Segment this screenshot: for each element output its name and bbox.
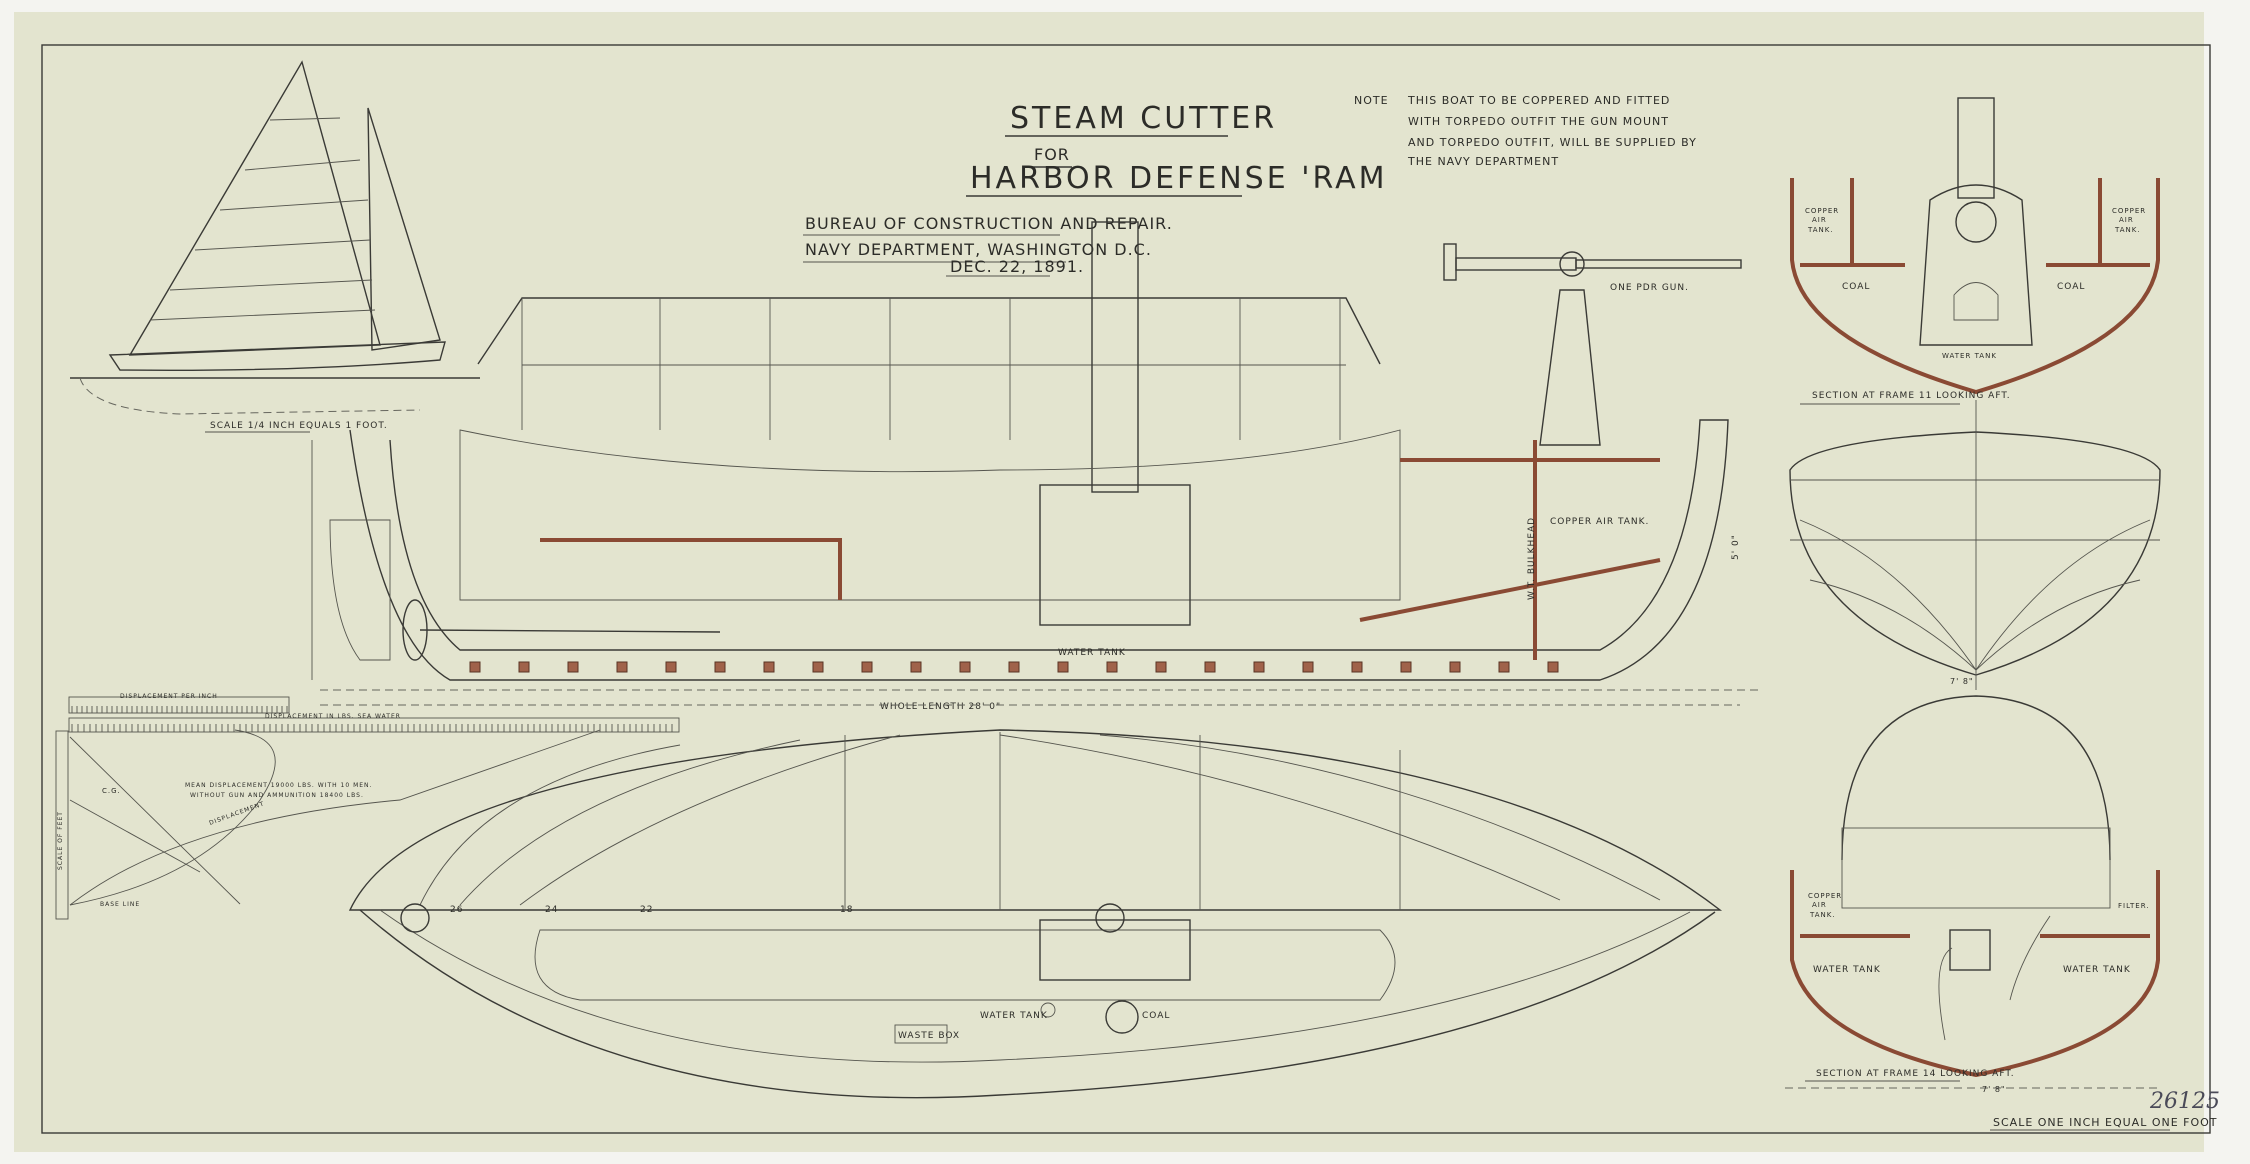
- keel-block: [1449, 661, 1461, 673]
- note-line-2: WITH TORPEDO OUTFIT THE GUN MOUNT: [1408, 115, 1669, 128]
- sec14-copper-label: COPPER: [1808, 892, 1842, 900]
- keel-block: [1155, 661, 1167, 673]
- keel-block: [518, 661, 530, 673]
- keel-block: [1008, 661, 1020, 673]
- keel-block: [714, 661, 726, 673]
- note-block: NOTE THIS BOAT TO BE COPPERED AND FITTED…: [1354, 94, 1697, 168]
- plan-water-tank-label: WATER TANK: [980, 1011, 1048, 1021]
- sec11-tank-label: TANK.: [1807, 226, 1834, 234]
- keel-block: [1400, 661, 1412, 673]
- beam-top-label: 7' 8": [1950, 677, 1974, 686]
- sec11-air-right-label: AIR: [2119, 216, 2134, 224]
- displacement-lbs-label: DISPLACEMENT IN LBS. SEA WATER: [265, 713, 401, 720]
- section-frame-14: COPPER AIR TANK. FILTER. WATER TANK WATE…: [1785, 695, 2160, 1094]
- keel-block: [1106, 661, 1118, 673]
- beam-bottom-label: 7' 8": [1982, 1085, 2006, 1094]
- water-tank-label: WATER TANK: [1058, 648, 1126, 658]
- sec14-water-tank-right: WATER TANK: [2063, 965, 2131, 975]
- note-line-3: AND TORPEDO OUTFIT, WILL BE SUPPLIED BY: [1408, 136, 1697, 149]
- title-line-3: HARBOR DEFENSE 'RAM: [970, 161, 1388, 196]
- sec11-air-label: AIR: [1812, 216, 1827, 224]
- section-11-label: SECTION AT FRAME 11 LOOKING AFT.: [1812, 391, 2011, 401]
- wt-bulkhead-label: W.T. BULKHEAD: [1527, 517, 1537, 600]
- keel-block: [959, 661, 971, 673]
- sail-scale-label: SCALE 1/4 INCH EQUALS 1 FOOT.: [210, 421, 388, 431]
- keel-block: [1498, 661, 1510, 673]
- drawing-date: DEC. 22, 1891.: [950, 257, 1084, 276]
- sail-plan: SCALE 1/4 INCH EQUALS 1 FOOT.: [70, 60, 480, 433]
- keel-block: [1351, 661, 1363, 673]
- title-line-2: FOR: [1034, 145, 1070, 164]
- sec14-tank-label: TANK.: [1809, 911, 1836, 919]
- scale-note: SCALE ONE INCH EQUAL ONE FOOT: [1993, 1116, 2218, 1129]
- without-gun-label: WITHOUT GUN AND AMMUNITION 18400 LBS.: [190, 792, 364, 799]
- keel-block: [665, 661, 677, 673]
- frame-26-label: 26: [450, 905, 463, 915]
- sec11-tank-right-label: TANK.: [2114, 226, 2141, 234]
- section-14-label: SECTION AT FRAME 14 LOOKING AFT.: [1816, 1069, 2015, 1079]
- keel-block: [1253, 661, 1265, 673]
- office-line-1: BUREAU OF CONSTRUCTION AND REPAIR.: [805, 214, 1173, 233]
- keel-block: [1204, 661, 1216, 673]
- keel-block: [861, 661, 873, 673]
- keel-block: [567, 661, 579, 673]
- scale-of-feet-label: SCALE OF FEET: [57, 811, 64, 870]
- section-frame-11: COPPER AIR TANK. COPPER AIR TANK. COAL C…: [1790, 97, 2160, 405]
- office-line-2: NAVY DEPARTMENT, WASHINGTON D.C.: [805, 240, 1152, 259]
- sec11-coal-left: COAL: [1842, 282, 1870, 292]
- sec11-water-tank: WATER TANK: [1942, 352, 1997, 360]
- drawing-border: [41, 44, 2211, 1134]
- sec14-water-tank-left: WATER TANK: [1813, 965, 1881, 975]
- plan-coal-label: COAL: [1142, 1011, 1170, 1021]
- filter-label: FILTER.: [2118, 902, 2150, 910]
- waste-box-label: WASTE BOX: [898, 1031, 960, 1041]
- sec11-copper-label: COPPER: [1805, 207, 1839, 215]
- gun-mount: ONE PDR GUN.: [1443, 243, 1742, 446]
- body-plan: 7' 8": [1789, 400, 2161, 690]
- funnel: [1091, 221, 1139, 493]
- note-label: NOTE: [1354, 94, 1389, 107]
- note-line-1: THIS BOAT TO BE COPPERED AND FITTED: [1407, 94, 1670, 107]
- displacement-per-inch-label: DISPLACEMENT PER INCH: [120, 693, 218, 700]
- cg-label: C.G.: [102, 787, 121, 795]
- drawing-number: 26125: [2149, 1089, 2220, 1114]
- depth-label: 5' 0": [1731, 534, 1741, 560]
- keel-block: [763, 661, 775, 673]
- boiler: [1039, 484, 1191, 626]
- keel-block: [616, 661, 628, 673]
- gun-label: ONE PDR GUN.: [1610, 283, 1689, 293]
- frame-18-label: 18: [840, 905, 853, 915]
- half-breadth-plan: WATER TANK COAL WASTE BOX 26 24 22 18: [348, 729, 1723, 1099]
- frame-24-label: 24: [545, 905, 558, 915]
- copper-air-tank-label: COPPER AIR TANK.: [1550, 517, 1649, 527]
- drawing-sheet: [14, 12, 2204, 1152]
- keel-block: [469, 661, 481, 673]
- keel-block: [1057, 661, 1069, 673]
- frame-22-label: 22: [640, 905, 653, 915]
- sec14-air-label: AIR: [1812, 901, 1827, 909]
- displacement-curves: DISPLACEMENT PER INCH DISPLACEMENT IN LB…: [55, 693, 680, 920]
- note-line-4: THE NAVY DEPARTMENT: [1407, 155, 1559, 168]
- keel-block: [1547, 661, 1559, 673]
- sec11-copper-right-label: COPPER: [2112, 207, 2146, 215]
- keel-block: [1302, 661, 1314, 673]
- mean-displacement-label: MEAN DISPLACEMENT 19000 LBS. WITH 10 MEN…: [185, 782, 372, 789]
- keel-block: [910, 661, 922, 673]
- keel-block: [812, 661, 824, 673]
- title-block: STEAM CUTTER FOR HARBOR DEFENSE 'RAM BUR…: [803, 101, 1388, 277]
- whole-length-label: WHOLE LENGTH 28' 0": [880, 702, 1001, 712]
- inboard-profile: COPPER AIR TANK. WATER TANK W.T. BULKHEA…: [311, 221, 1760, 712]
- base-line-label: BASE LINE: [100, 901, 140, 908]
- title-line-1: STEAM CUTTER: [1010, 101, 1277, 136]
- sec11-coal-right: COAL: [2057, 282, 2085, 292]
